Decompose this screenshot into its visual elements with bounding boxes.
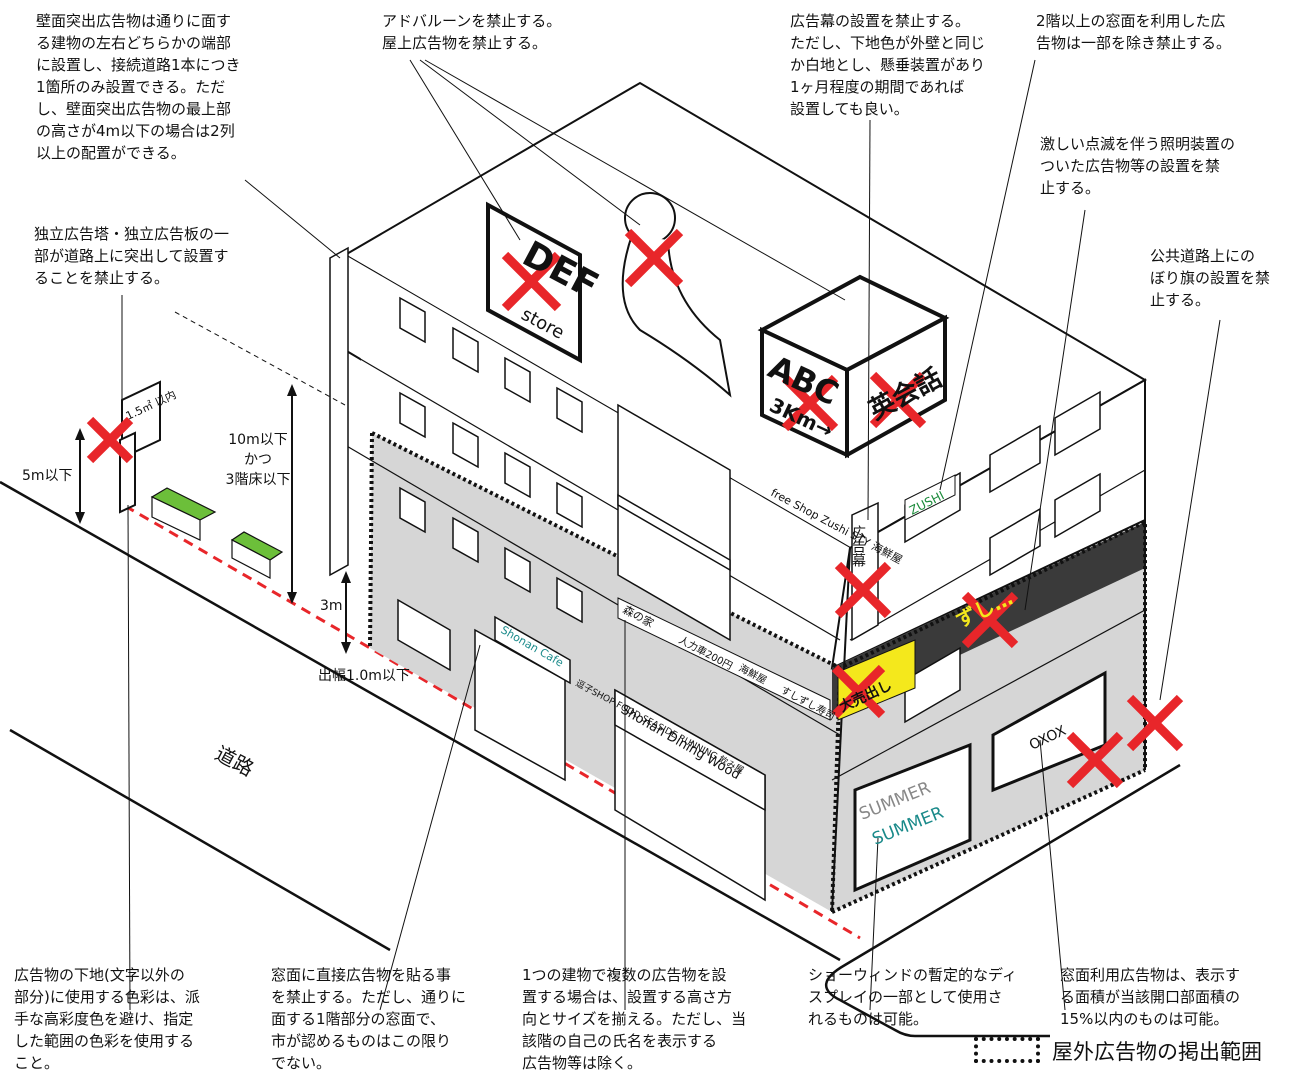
note-multiple: 1つの建物で複数の広告物を設 置する場合は、設置する高さ方 向とサイズを揃える。… <box>522 966 747 1072</box>
note-showwindow: ショーウィンドの暫定的なディ スプレイの一部として使用さ れるものは可能。 <box>808 966 1017 1028</box>
arrow-head <box>341 571 351 583</box>
prohibit-mark-def <box>501 251 562 312</box>
road-corner-curb <box>825 763 1181 1038</box>
note-base-color: 広告物の下地(文字以外の 部分)に使用する色彩は、派 手な高彩度色を避け、指定 … <box>14 966 200 1072</box>
prohibit-mark-abc <box>781 374 839 432</box>
arrow-head <box>75 428 85 440</box>
note-balloon: アドバルーンを禁止する。 屋上広告物を禁止する。 <box>382 12 562 52</box>
note-upper-window: 2階以上の窓面を利用した広 告物は一部を除き禁止する。 <box>1036 12 1232 52</box>
prohibit-mark-nobori-1 <box>1066 731 1124 789</box>
prohibit-mark-yellow <box>831 664 886 719</box>
note-window-use: 窓面利用広告物は、表示す る面積が当該開口部面積の 15%以内のものは可能。 <box>1060 966 1241 1028</box>
balcony-window <box>397 598 451 672</box>
prohibit-mark-cube-side <box>869 371 927 429</box>
show-window <box>853 742 972 893</box>
shonan-dining-sign <box>614 688 766 812</box>
road-edge-line <box>0 480 841 962</box>
planter <box>231 539 271 579</box>
note-banner: 広告幕の設置を禁止する。 ただし、下地色が外壁と同じ か白地とし、懸垂装置があり… <box>790 12 986 118</box>
arrow-head <box>287 384 297 396</box>
signage-range-border <box>371 431 1147 770</box>
legend-label: 屋外広告物の掲出範囲 <box>1052 1040 1262 1064</box>
zushi-sign <box>904 474 956 521</box>
note-nobori: 公共道路上にの ぼり旗の設置を禁 止する。 <box>1150 247 1271 309</box>
flashing-yellow-sign <box>837 639 916 721</box>
standalone-post <box>119 431 136 514</box>
dimension-10m-label: 10m以下 かつ 3階床以下 <box>225 432 291 488</box>
vertical-banner-text: 広告幕 <box>850 525 866 567</box>
shonan-cafe-sign <box>494 615 571 685</box>
signboard-strip <box>617 597 831 721</box>
floor-line <box>831 609 1146 781</box>
prohibit-mark-nobori-2 <box>1126 694 1184 752</box>
road-edge-line <box>9 728 391 952</box>
note-wall-projecting: 壁面突出広告物は通りに面す る建物の左右どちらかの端部 に設置し、接続道路1本に… <box>36 12 241 162</box>
overhang-label: 出幅1.0m以下 <box>318 668 410 684</box>
dimension-3m-label: 3m <box>320 598 343 614</box>
note-standalone: 独立広告塔・独立広告板の一 部が道路上に突出して設置す ることを禁止する。 <box>34 225 230 287</box>
left-windows <box>399 296 731 642</box>
signage-range-border <box>830 667 842 913</box>
dimension-guide <box>174 311 346 406</box>
note-flashing: 激しい点滅を伴う照明装置の ついた広告物等の設置を禁 止する。 <box>1040 135 1236 197</box>
ad-balloon-banner <box>621 234 732 398</box>
floor-line <box>344 444 841 736</box>
vertical-banner <box>851 501 879 642</box>
wall-projecting-sign <box>329 246 349 577</box>
floor-line <box>344 349 841 641</box>
planter <box>151 496 201 541</box>
prohibition-marks <box>86 228 1184 789</box>
prohibit-mark-standalone <box>86 416 134 464</box>
leader-lines <box>121 59 1221 1011</box>
legend-swatch <box>974 1037 1040 1063</box>
dimension-5m-label: 5m以下 <box>22 468 73 484</box>
arrow-head <box>287 592 297 604</box>
prohibit-mark-banner <box>834 561 892 619</box>
note-window-direct: 窓面に直接広告物を貼る事 を禁止する。ただし、通りに 面する1階部分の窓面で、 … <box>271 966 467 1072</box>
prohibit-mark-flashing <box>961 591 1019 649</box>
arrow-head <box>341 642 351 654</box>
arrow-head <box>75 512 85 524</box>
prohibit-mark-balloon <box>624 228 684 288</box>
